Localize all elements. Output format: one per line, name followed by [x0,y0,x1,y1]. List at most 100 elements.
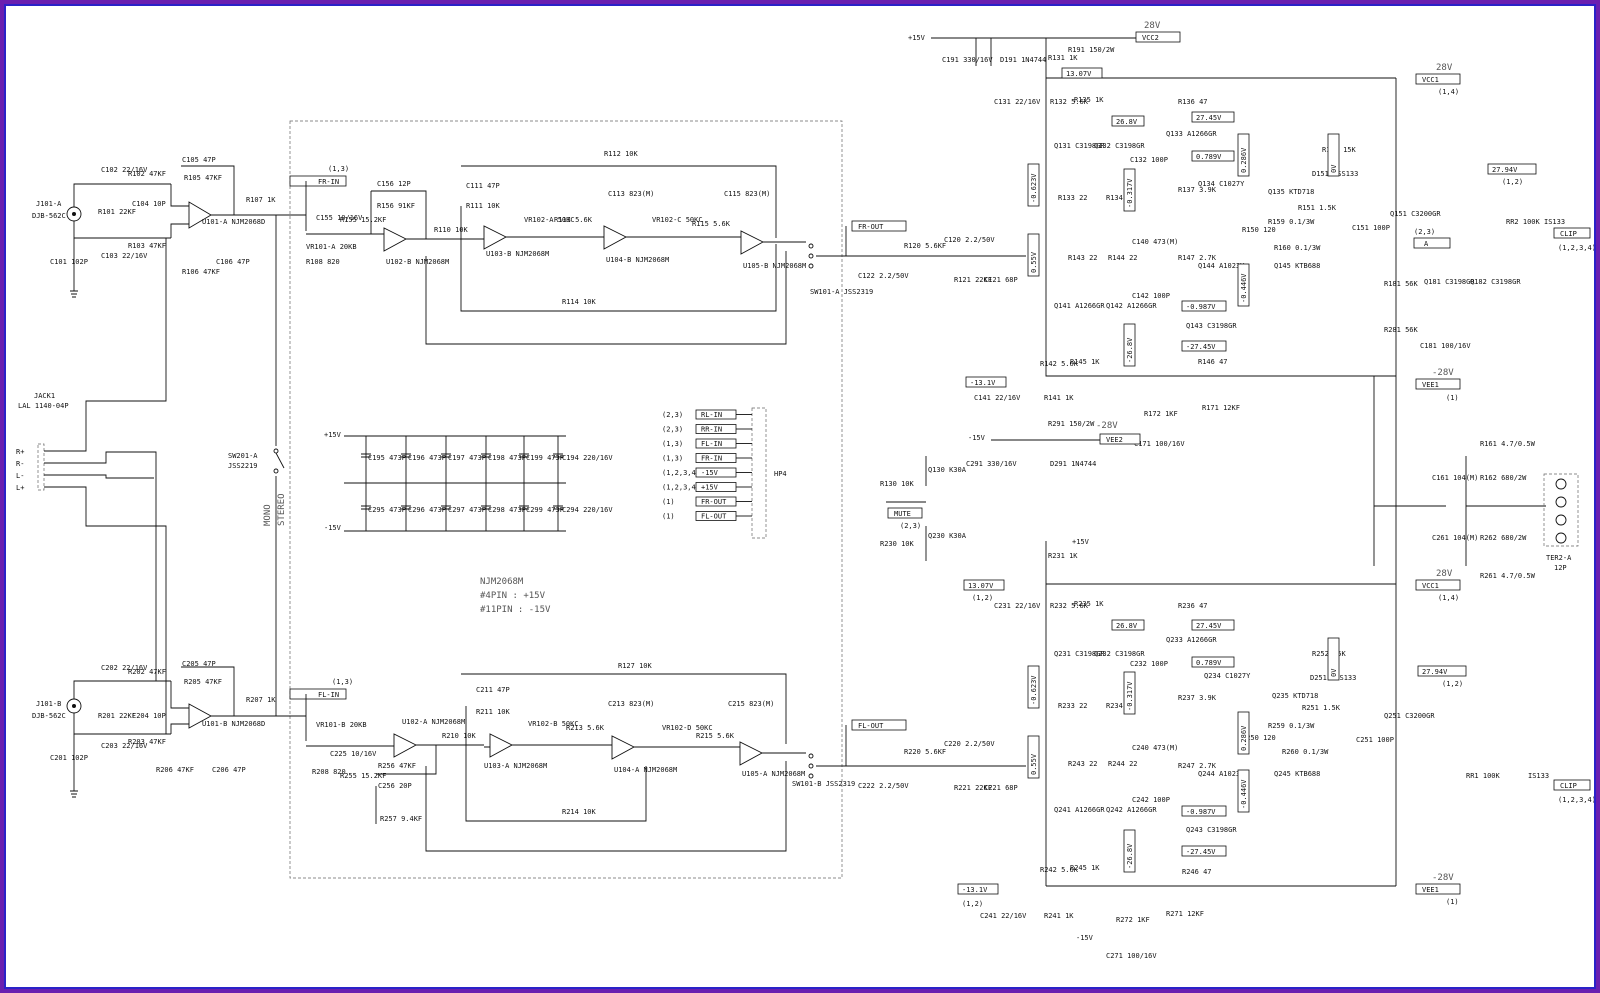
q242-label: Q242 A1266GR [1106,806,1157,814]
r136-label: R136 47 [1178,98,1208,106]
v268-bottom-label: 26.8V [1116,622,1138,630]
c194-label: C194 220/16V [562,454,613,462]
c295-label: C295 473P [368,506,406,514]
r211-label: R211 10K [476,708,511,716]
jack1-part: LAL 1140-04P [18,402,69,410]
a-label: A [1424,240,1429,248]
mute-tag [887,507,923,519]
q235-label: Q235 KTD718 [1272,692,1318,700]
c120-label: C120 2.2/50V [944,236,995,244]
u103a-label: U103-A NJM2068M [484,762,547,770]
r145-label: R145 1K [1070,358,1100,366]
c221-label: C221 68P [984,784,1018,792]
voltage-readout-text: 0V [1330,668,1338,677]
vee1-bottom-label: VEE1 [1422,886,1439,894]
r214-label: R214 10K [562,808,597,816]
r202-label: R202 47KF [128,668,166,676]
c195-label: C195 473P [368,454,406,462]
decoup-plus15: +15V [324,431,342,439]
sw101b-label: SW101-B JSS2319 [792,780,855,788]
c220-label: C220 2.2/50V [944,740,995,748]
vcc2-label: VCC2 [1142,34,1159,42]
r201-label: R201 22KF [98,712,136,720]
r111-label: R111 10K [466,202,501,210]
a-bus: (2,3) [1414,228,1435,236]
mute-label: MUTE [894,510,911,518]
u102a-label: U102-A NJM2068M [402,718,465,726]
fr-in-bus: (1,3) [328,165,349,173]
v2794-bottom-label: 27.94V [1422,668,1448,676]
c142-label: C142 100P [1132,292,1170,300]
r203-label: R203 47KF [128,738,166,746]
c181-label: C181 100/16V [1420,342,1471,350]
c294-label: C294 220/16V [562,506,613,514]
schematic-canvas: J101-A DJB-562C C101 102P C102 22/16V C1… [16,21,1594,960]
r235-label: R235 1K [1074,600,1104,608]
vee2-label: VEE2 [1106,436,1123,444]
q151-label: Q151 C3200GR [1390,210,1441,218]
voltage-readout-box [1237,263,1250,307]
q232-label: Q232 C3198GR [1094,650,1145,658]
sw101a-label: SW101-A JSS2319 [810,288,873,296]
voltage-readout-text: -0.623V [1030,173,1038,203]
hp4-pin-label: +15V [701,484,719,492]
c191-label: C191 330/16V [942,56,993,64]
c211-label: C211 47P [476,686,510,694]
r113-label: R113 5.6K [554,216,593,224]
vm131-bottom-bus: (1,2) [962,900,983,908]
r231-label: R231 1K [1048,552,1078,560]
r134-label: R134 22 [1106,194,1136,202]
r230-label: R230 10K [880,540,915,548]
schematic-sheet: J101-A DJB-562C C101 102P C102 22/16V C1… [4,4,1596,989]
vm131-top-label: -13.1V [970,379,996,387]
hp4-pin-label: FL-IN [701,440,722,448]
hp4-pin-ref: (1) [662,498,675,506]
c291-label: C291 330/16V [966,460,1017,468]
rca-l-plus: L+ [16,484,24,492]
jack1-body [37,443,45,491]
vcc1-top-tag [1415,73,1461,85]
vee1-bottom-voltage: -28V [1432,873,1454,883]
q142-label: Q142 A1266GR [1106,302,1157,310]
voltage-readout-text: -26.8V [1126,337,1134,363]
hp4-pin-label: FR-OUT [701,498,727,506]
coupling-section: FR-OUT FL-OUT C122 2.2/50V R120 5.6KF C1… [816,220,1026,792]
r181-label: R181 56K [1384,280,1419,288]
v268-bottom-tag [1111,619,1145,631]
hp4-connector: HP4 (2,3)RL-IN(2,3)RR-IN(1,3)FL-IN(1,3)F… [662,407,787,539]
c261-label: C261 104(M) [1432,534,1478,542]
rca-r-minus: R- [16,460,24,468]
q245-label: Q245 KTB688 [1274,770,1320,778]
v2794-top-tag [1487,163,1537,175]
r281-label: R281 56K [1384,326,1419,334]
c251-label: C251 100P [1356,736,1394,744]
vcc1-top-bus: (1,4) [1438,88,1459,96]
vcc1-bottom-bus: (1,4) [1438,594,1459,602]
vr102b-label: VR102-B 50KC [528,720,579,728]
r241-label: R241 1K [1044,912,1074,920]
fr-in-label: FR-IN [318,178,339,186]
r256-label: R256 47KF [378,762,416,770]
note-title: NJM2068M [480,577,524,587]
c115-label: C115 823(M) [724,190,770,198]
r135-label: R135 1K [1074,96,1104,104]
c204-label: C204 10P [132,712,166,720]
q133-label: Q133 A1266GR [1166,130,1217,138]
voltage-readout-tag: 0.286V [1237,133,1250,177]
voltage-readout-tag: -0.623V [1027,665,1040,709]
r112-label: R112 10K [604,150,639,158]
opamp-u105b [740,230,764,255]
speaker-output: TER2-A 12P R161 4.7/0.5W R261 4.7/0.5W R… [1373,376,1594,804]
vee1-bottom-bus: (1) [1446,898,1459,906]
voltage-readout-tag: 0.286V [1237,711,1250,755]
c196-label: C196 473P [408,454,446,462]
filter-channel-1: FR-IN (1,3) VR101-A 20KB R108 820 C155 1… [289,150,873,345]
v0789-bottom-tag [1191,656,1235,668]
vcc1-bottom-voltage: 28V [1436,569,1453,579]
c111-label: C111 47P [466,182,500,190]
c202-label: C202 22/16V [101,664,148,672]
r244-label: R244 22 [1108,760,1138,768]
u105b-label: U105-B NJM2068M [743,262,806,270]
r132-label: R132 5.6K [1050,98,1089,106]
r151-label: R151 1.5K [1298,204,1337,212]
